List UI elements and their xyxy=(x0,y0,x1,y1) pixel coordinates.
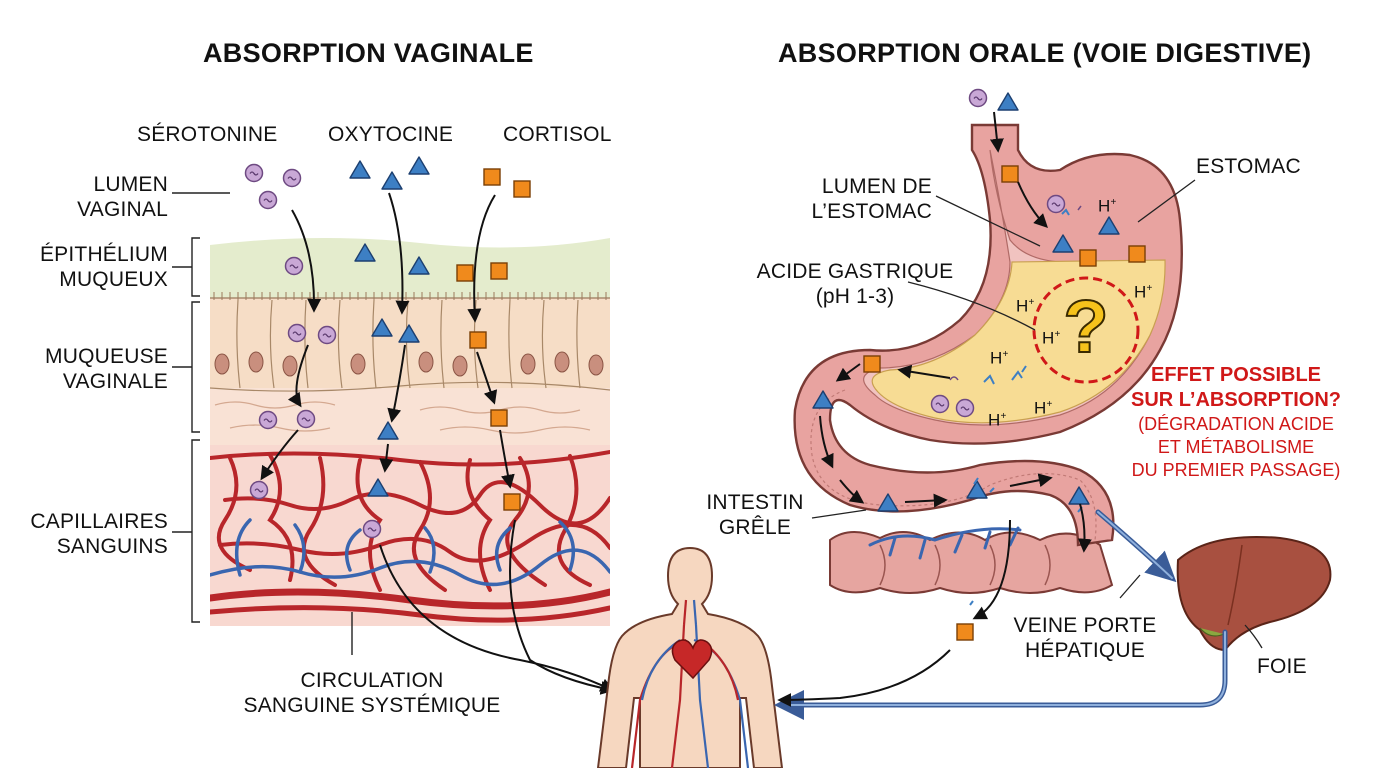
absorption-warning: EFFET POSSIBLE SUR L’ABSORPTION? (DÉGRAD… xyxy=(1130,364,1341,480)
oral-pathway-arrows xyxy=(777,111,1092,707)
human-body-icon xyxy=(596,546,784,768)
cortisol-label: CORTISOL xyxy=(503,123,612,146)
oral-leader-lines xyxy=(811,179,1263,649)
oral-absorption-title: ABSORPTION ORALE (VOIE DIGESTIVE) xyxy=(778,38,1312,68)
stomach-label: ESTOMAC xyxy=(1196,155,1301,178)
question-icon: ? xyxy=(1062,284,1109,369)
epithelium-layer xyxy=(210,237,610,300)
uncertainty-circle xyxy=(1032,276,1140,384)
vaginal-absorption-arrows xyxy=(260,192,615,695)
liver-icon xyxy=(1176,535,1332,652)
degraded-fragments xyxy=(969,208,1083,606)
liver-label: FOIE xyxy=(1257,655,1307,678)
oxytocin-label: OXYTOCINE xyxy=(328,123,454,146)
vaginal-tissue-section xyxy=(210,237,610,626)
serotonin-label: SÉROTONINE xyxy=(137,123,278,146)
layer-brackets xyxy=(172,192,353,655)
gastric-acid-label: ACIDE GASTRIQUE(pH 1-3) xyxy=(756,260,954,308)
heart-icon xyxy=(671,639,713,680)
portal-circulation xyxy=(774,509,1228,720)
vaginal-absorption-title: ABSORPTION VAGINALE xyxy=(203,38,534,68)
